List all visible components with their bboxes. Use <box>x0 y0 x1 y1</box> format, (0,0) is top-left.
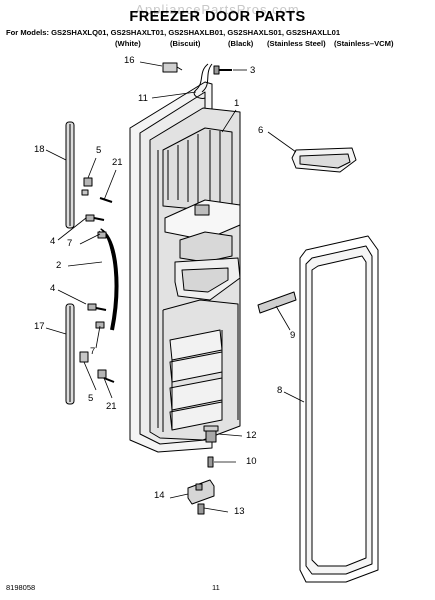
callout-4-upper: 4 <box>50 236 56 247</box>
callout-12: 12 <box>246 430 257 441</box>
callout-21-upper: 21 <box>112 157 123 168</box>
fasteners-lower <box>79 303 115 383</box>
callout-3: 3 <box>250 65 256 76</box>
screw-part-10 <box>207 456 214 468</box>
callout-13: 13 <box>234 506 245 517</box>
callout-8: 8 <box>277 385 283 396</box>
color-black: (Black) <box>228 39 254 48</box>
color-stainless: (Stainless Steel) <box>267 39 326 48</box>
callout-17: 17 <box>34 321 45 332</box>
callout-14: 14 <box>154 490 165 501</box>
page-number: 11 <box>212 583 220 592</box>
callout-1: 1 <box>234 98 240 109</box>
screw-part-13 <box>197 503 205 515</box>
door-bin-part <box>291 147 357 173</box>
callout-18: 18 <box>34 144 45 155</box>
page-title: FREEZER DOOR PARTS <box>129 9 306 25</box>
callout-2: 2 <box>56 260 62 271</box>
hinge-bracket-part <box>187 479 215 505</box>
models-line: For Models: GS2SHAXLQ01, GS2SHAXLT01, GS… <box>6 28 341 37</box>
watermark-text: AppliancePartsPros.com <box>135 2 300 17</box>
door-gasket-part <box>299 235 379 583</box>
callout-11: 11 <box>138 93 148 104</box>
screw-part-top <box>213 65 232 75</box>
harness-clip-part <box>162 62 183 73</box>
color-white: (White) <box>115 39 141 48</box>
trim-strip-part <box>257 291 297 314</box>
callout-16: 16 <box>124 55 135 66</box>
hinge-bushing-part <box>203 425 219 443</box>
callout-7-upper: 7 <box>67 238 73 249</box>
handle-trim-upper-part <box>65 121 75 229</box>
callout-6: 6 <box>258 125 264 136</box>
color-stainless-vcm: (Stainless–VCM) <box>334 39 394 48</box>
door-panel-part <box>129 81 241 453</box>
leader-lines <box>45 61 305 513</box>
color-biscuit: (Biscuit) <box>170 39 201 48</box>
callout-9: 9 <box>290 330 296 341</box>
wire-harness-part <box>193 63 213 99</box>
callout-21-lower: 21 <box>106 401 117 412</box>
handle-trim-lower-part <box>65 303 75 405</box>
callout-5-upper: 5 <box>96 145 102 156</box>
door-handle-part <box>98 228 119 331</box>
fasteners-upper <box>81 177 113 239</box>
callout-10: 10 <box>246 456 257 467</box>
callout-5-lower: 5 <box>88 393 94 404</box>
callout-7-lower: 7 <box>90 346 96 357</box>
callout-4-lower: 4 <box>50 283 56 294</box>
doc-number: 8198058 <box>6 583 36 592</box>
